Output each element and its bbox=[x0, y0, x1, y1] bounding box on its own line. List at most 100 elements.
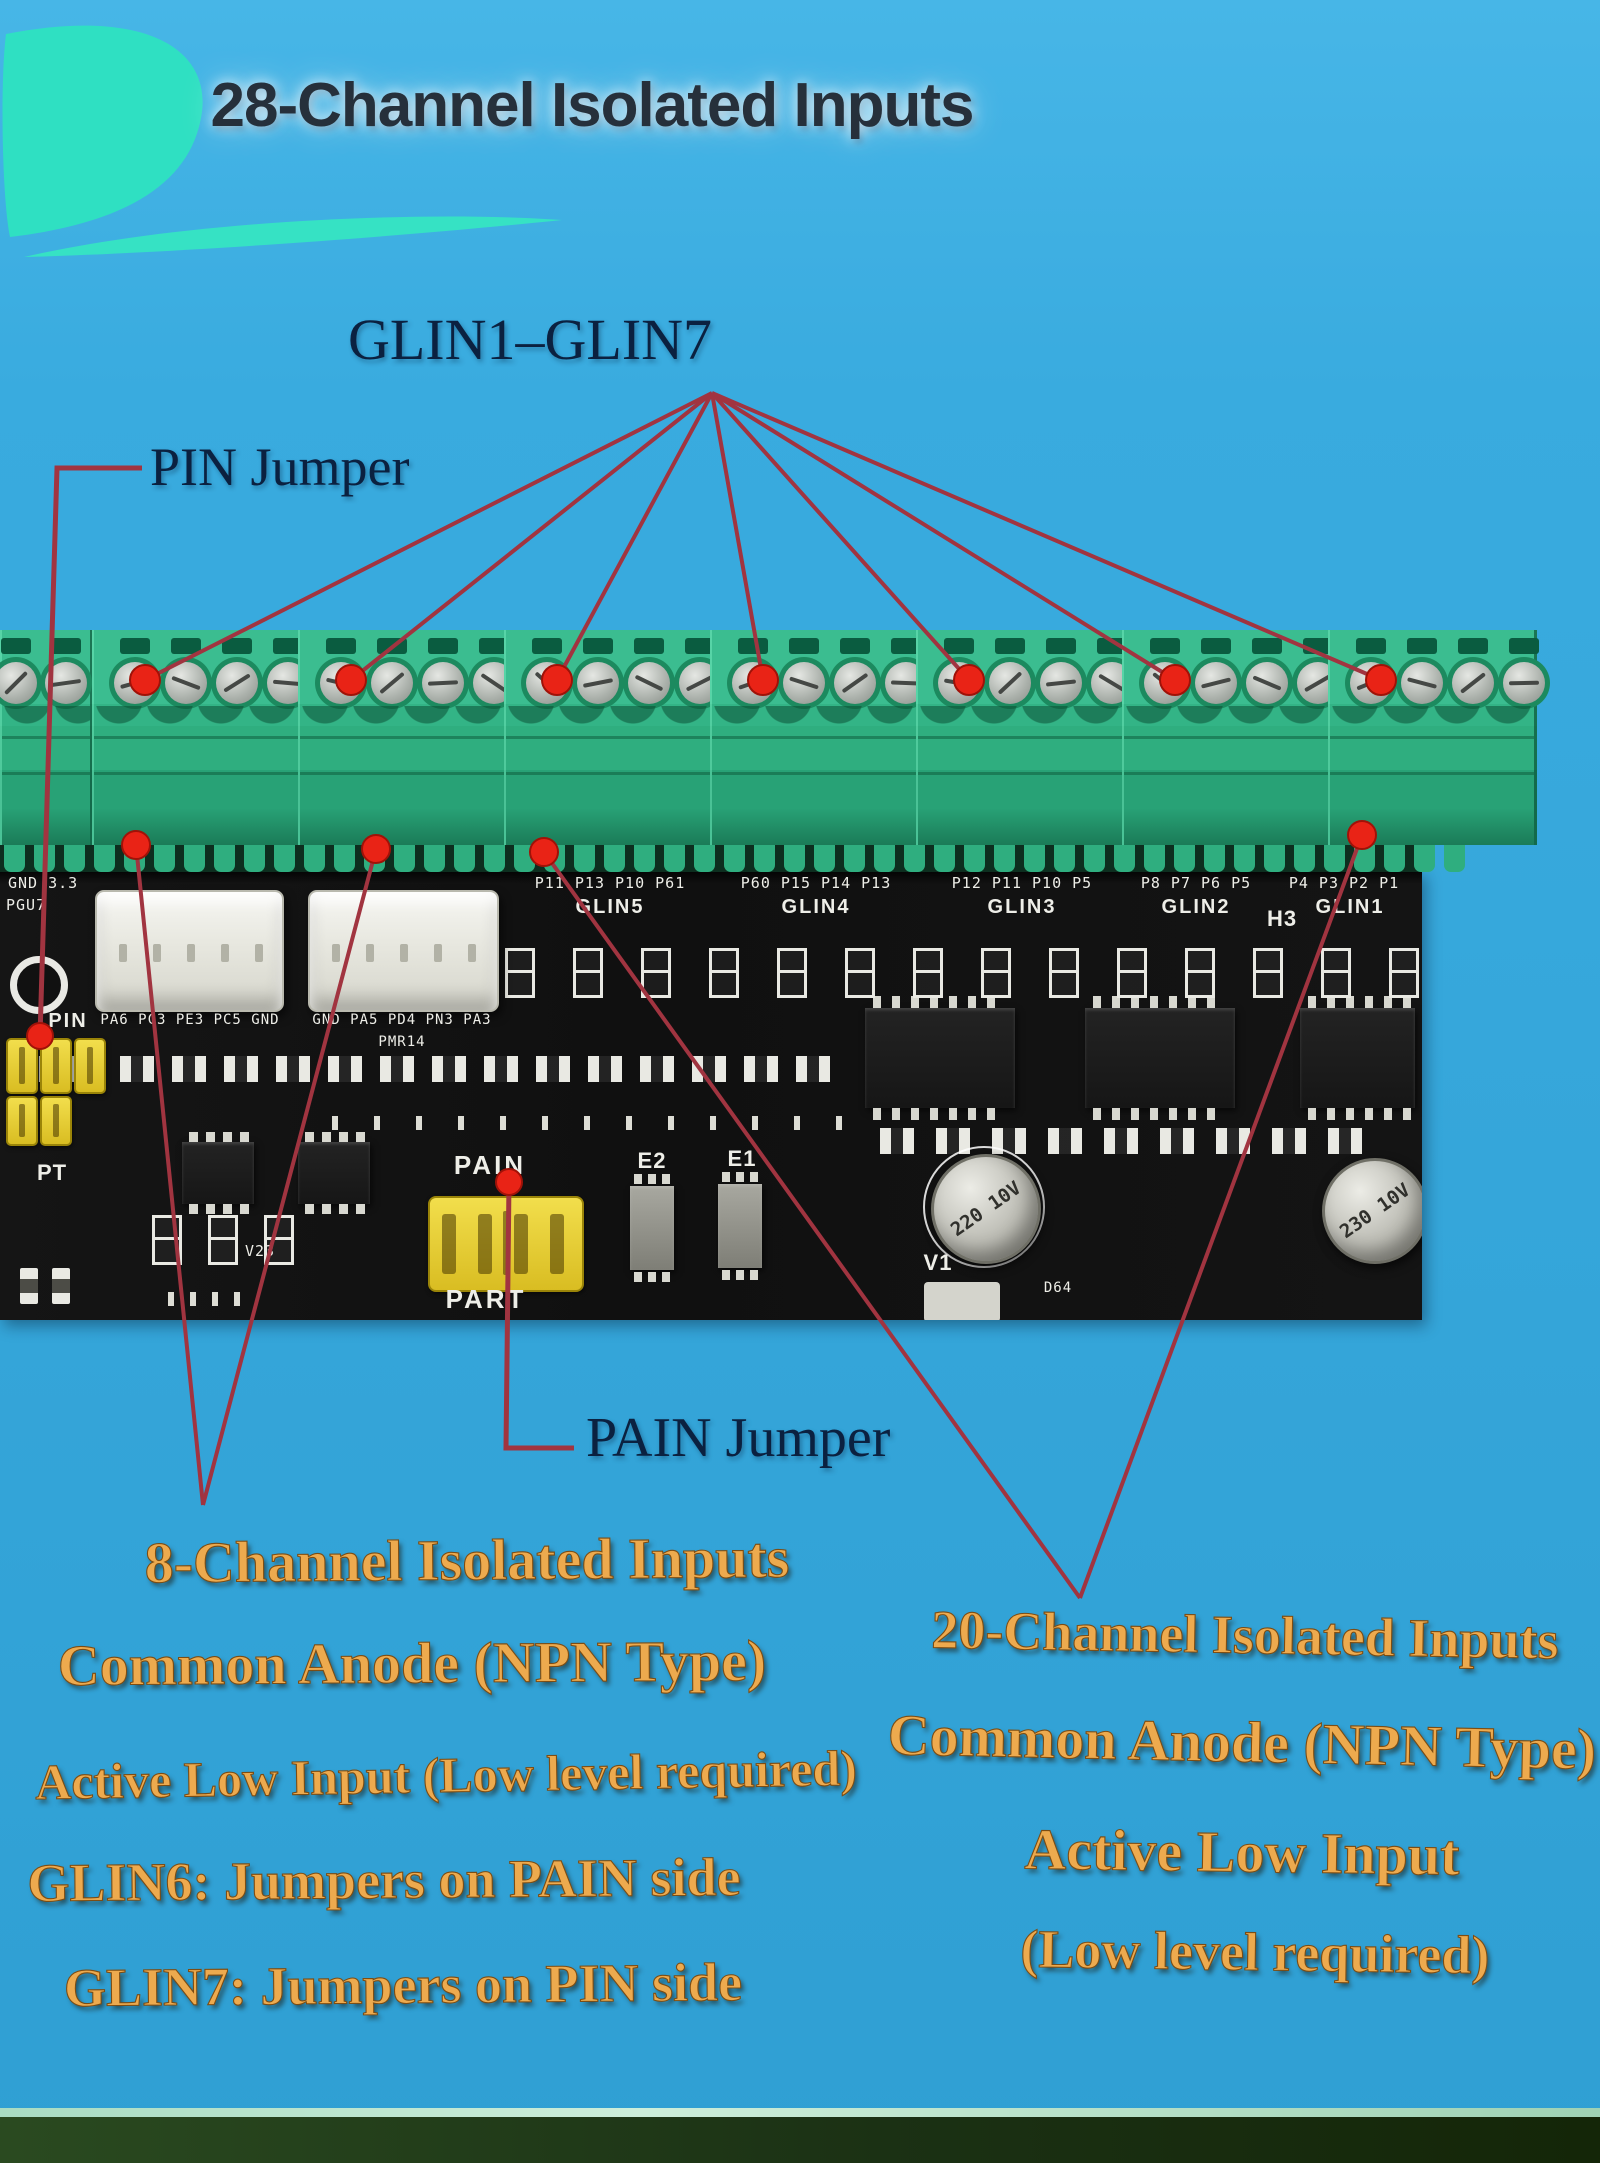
smd-resistor bbox=[20, 1268, 38, 1304]
ridge-line bbox=[1330, 736, 1534, 739]
terminal-slot bbox=[326, 638, 356, 654]
ridge-line bbox=[712, 736, 916, 739]
smd-component bbox=[573, 948, 603, 998]
mounting-tooth bbox=[394, 845, 415, 872]
jumper-cap bbox=[40, 1038, 72, 1094]
terminal-slot bbox=[1150, 638, 1180, 654]
ic-pin bbox=[1346, 1108, 1354, 1120]
smd-component bbox=[1253, 948, 1283, 998]
mounting-tooth bbox=[964, 845, 985, 872]
smd-component bbox=[981, 948, 1011, 998]
bottom-shade bbox=[94, 808, 298, 845]
mounting-tooth bbox=[34, 845, 55, 872]
terminal-screw bbox=[1144, 662, 1186, 704]
glin-range-label: GLIN1–GLIN7 bbox=[347, 307, 713, 372]
terminal-screw bbox=[320, 662, 362, 704]
smd-component bbox=[536, 1056, 570, 1082]
mounting-tooth bbox=[694, 845, 715, 872]
optocoupler-chip bbox=[630, 1174, 674, 1282]
ridge-line bbox=[2, 736, 90, 739]
ic-pin bbox=[634, 1272, 642, 1282]
terminal-slot bbox=[222, 638, 252, 654]
smd-pad bbox=[584, 1116, 590, 1130]
smd-pad bbox=[458, 1116, 464, 1130]
terminal-screw bbox=[0, 662, 37, 704]
ic-pin bbox=[1150, 996, 1158, 1008]
white-connector-1 bbox=[95, 890, 284, 1012]
screw-slot bbox=[534, 671, 560, 695]
jumper-slot bbox=[514, 1214, 528, 1274]
ridge-line bbox=[712, 772, 916, 775]
smd-component bbox=[1185, 948, 1215, 998]
smd-pad bbox=[190, 1292, 196, 1306]
ic-pin bbox=[1327, 1108, 1335, 1120]
smd-component bbox=[777, 948, 807, 998]
smd-pad bbox=[794, 1116, 800, 1130]
ic-pin bbox=[189, 1132, 198, 1142]
terminal-slot bbox=[738, 638, 768, 654]
bottom-shade bbox=[506, 808, 710, 845]
soic8-chip bbox=[182, 1132, 254, 1214]
ic-pin bbox=[1308, 1108, 1316, 1120]
bottom-shade bbox=[2, 808, 90, 845]
ic-pin bbox=[305, 1204, 314, 1214]
mounting-tooth bbox=[1324, 845, 1345, 872]
smd-component bbox=[1321, 948, 1351, 998]
screw-slot bbox=[3, 670, 29, 696]
ic-pin bbox=[305, 1132, 314, 1142]
mounting-tooth bbox=[1204, 845, 1225, 872]
jumper-cap bbox=[40, 1096, 72, 1146]
terminal-block bbox=[710, 630, 932, 845]
bottom-shade bbox=[918, 808, 1122, 845]
smd-component bbox=[880, 1128, 914, 1154]
ic-pin bbox=[1093, 996, 1101, 1008]
ic-pin bbox=[1188, 1108, 1196, 1120]
mounting-tooth bbox=[124, 845, 145, 872]
connector-pin bbox=[119, 944, 127, 962]
ic-pin bbox=[750, 1172, 758, 1182]
screw-slot bbox=[634, 674, 664, 692]
screw-slot bbox=[171, 675, 201, 691]
ic-pin bbox=[339, 1204, 348, 1214]
screw-slot bbox=[1459, 672, 1487, 694]
mounting-tooth bbox=[904, 845, 925, 872]
terminal-screw bbox=[1040, 662, 1082, 704]
ic-pin bbox=[206, 1132, 215, 1142]
silk-label-pain-header: PAIN bbox=[453, 1150, 527, 1180]
connector-pin bbox=[153, 944, 161, 962]
ic-pin bbox=[240, 1132, 249, 1142]
mounting-tooth bbox=[754, 845, 775, 872]
smd-component bbox=[641, 948, 671, 998]
ic-pin bbox=[1150, 1108, 1158, 1120]
terminal-screw bbox=[783, 662, 825, 704]
silk-label-v1: V1 bbox=[923, 1250, 953, 1275]
mounting-tooth bbox=[994, 845, 1015, 872]
terminal-slot bbox=[840, 638, 870, 654]
ic-pin bbox=[892, 1108, 900, 1120]
mounting-tooth bbox=[64, 845, 85, 872]
terminal-block bbox=[916, 630, 1138, 845]
terminal-screw bbox=[989, 662, 1031, 704]
terminal-screw bbox=[45, 662, 87, 704]
terminal-slot bbox=[1458, 638, 1488, 654]
silk-pins-glin3: P12 P11 P10 P5 bbox=[951, 874, 1093, 892]
terminal-slot bbox=[1509, 638, 1539, 654]
note-left-line1: 8-Channel Isolated Inputs bbox=[144, 1524, 790, 1596]
footer-green-bar bbox=[0, 2117, 1600, 2163]
terminal-slot bbox=[428, 638, 458, 654]
terminal-screw bbox=[371, 662, 413, 704]
smd-component bbox=[744, 1056, 778, 1082]
jumper-slot bbox=[442, 1214, 456, 1274]
silk-label-pmr14: PMR14 bbox=[378, 1034, 426, 1050]
scallop-shadow bbox=[94, 706, 298, 724]
mounting-tooth bbox=[544, 845, 565, 872]
mounting-tooth bbox=[574, 845, 595, 872]
smd-component bbox=[208, 1215, 238, 1265]
ic-pin bbox=[1403, 1108, 1411, 1120]
terminal-screw bbox=[628, 662, 670, 704]
jumper-slot bbox=[478, 1214, 492, 1274]
mounting-tooth bbox=[1024, 845, 1045, 872]
bottom-shade bbox=[300, 808, 504, 845]
screw-slot bbox=[582, 678, 614, 688]
